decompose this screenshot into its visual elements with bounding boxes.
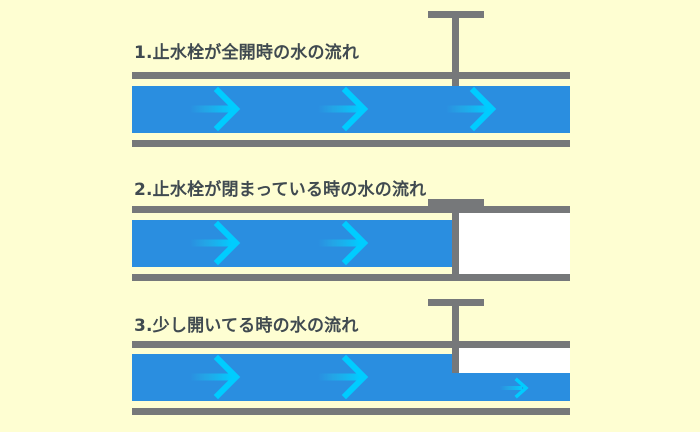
panel-3-title: 3.少し開いてる時の水の流れ	[134, 316, 359, 336]
panel-2-diagram	[132, 199, 570, 281]
flow-arrow-icon	[318, 354, 369, 400]
panel-3-pipe-top-wall	[132, 341, 570, 348]
flow-arrow-icon	[446, 86, 497, 132]
panel-1-title: 1.止水栓が全開時の水の流れ	[134, 43, 360, 63]
flow-arrow-icon	[190, 220, 241, 266]
panel-2-title: 2.止水栓が閉まっている時の水の流れ	[134, 180, 427, 200]
panel-3-diagram	[132, 299, 570, 415]
panel-1-pipe-bottom-wall	[132, 140, 570, 147]
flow-arrow-icon	[500, 377, 529, 399]
flow-arrow-icon	[190, 86, 241, 132]
panel-2-blocked-section	[459, 213, 570, 274]
flow-arrow-icon	[318, 220, 369, 266]
panel-1-pipe-top-wall	[132, 72, 570, 79]
flow-arrow-icon	[190, 354, 241, 400]
panel-2-pipe-bottom-wall	[132, 274, 570, 281]
panel-1-diagram	[132, 11, 570, 147]
panel-2-water-flow	[132, 220, 452, 267]
panel-3-blocked-section	[459, 348, 570, 373]
panel-3-pipe-bottom-wall	[132, 408, 570, 415]
panel-2-valve-handle-icon	[428, 199, 484, 274]
panel-2-pipe-top-wall	[132, 206, 570, 213]
flow-arrow-icon	[318, 86, 369, 132]
panel-1-valve-handle-icon	[428, 11, 484, 86]
panel-3-water-flow	[132, 354, 452, 401]
panel-3-valve-handle-icon	[428, 299, 484, 373]
